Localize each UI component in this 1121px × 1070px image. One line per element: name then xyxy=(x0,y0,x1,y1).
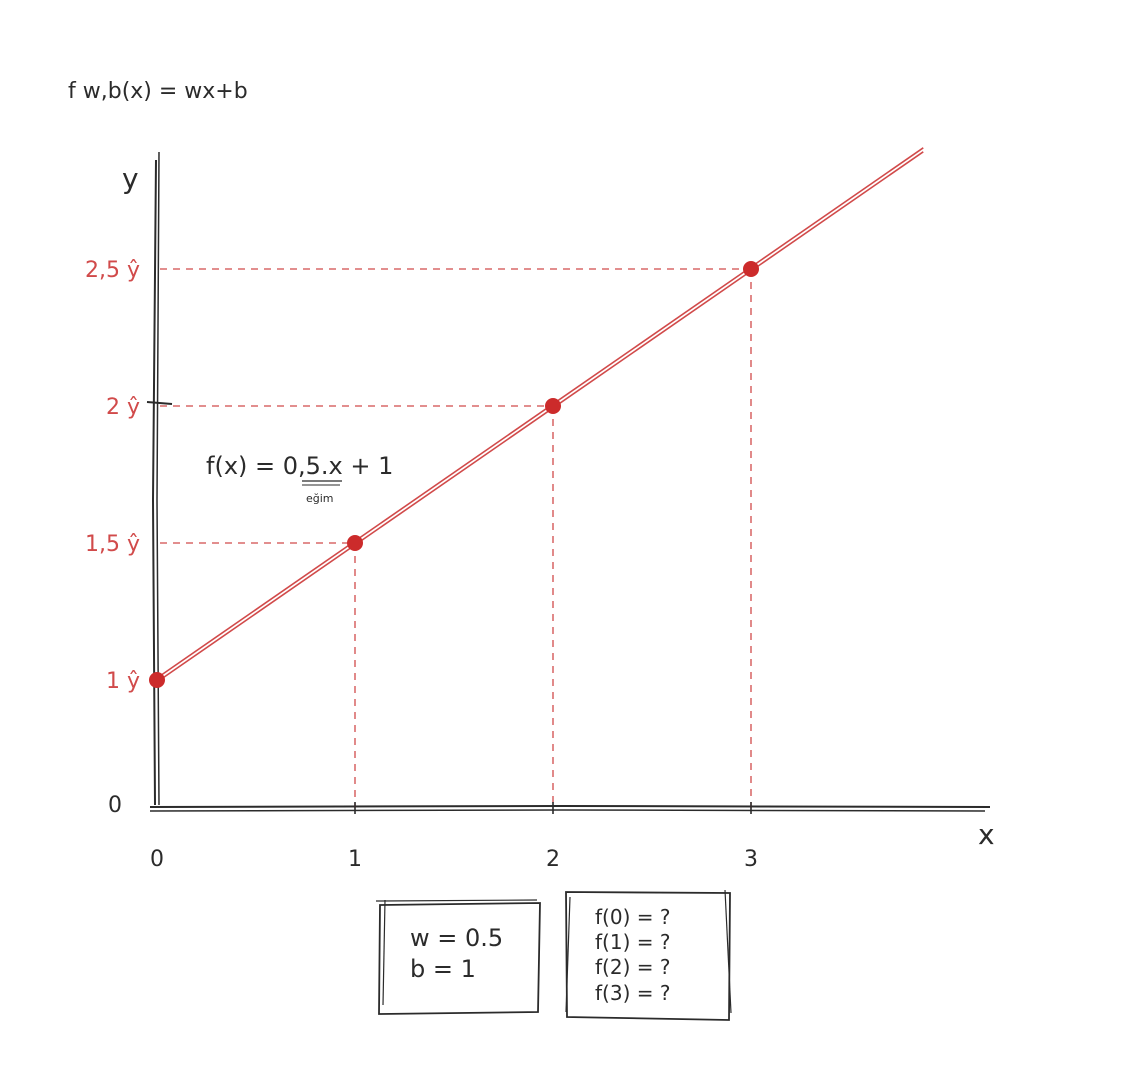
y-tick-label: 1,5 ŷ xyxy=(85,532,140,557)
series-line xyxy=(156,151,924,683)
x-tick-label: 0 xyxy=(150,847,164,872)
y-tick-label: 1 ŷ xyxy=(106,669,140,694)
y-tick-mark xyxy=(146,401,173,405)
question-f3: f(3) = ? xyxy=(595,981,670,1005)
x-tick-label: 3 xyxy=(744,847,758,872)
x-axis xyxy=(149,804,991,812)
x-tick-label: 2 xyxy=(546,847,560,872)
data-point xyxy=(545,398,561,414)
question-f2: f(2) = ? xyxy=(595,955,670,979)
data-point xyxy=(149,672,165,688)
data-point xyxy=(347,535,363,551)
y-tick-label: 2 ŷ xyxy=(106,395,140,420)
questions-box xyxy=(565,889,732,1021)
origin-label: 0 xyxy=(108,793,122,818)
param-b: b = 1 xyxy=(410,955,476,983)
slope-note: eğim xyxy=(306,492,334,505)
general-formula: f w,b(x) = wx+b xyxy=(68,79,248,104)
x-axis-label: x xyxy=(978,818,995,851)
params-box xyxy=(375,899,541,1015)
series-line xyxy=(156,147,924,679)
y-axis-label: y xyxy=(122,162,139,195)
question-f0: f(0) = ? xyxy=(595,905,670,929)
data-point xyxy=(743,261,759,277)
y-tick-label: 2,5 ŷ xyxy=(85,258,140,283)
y-axis xyxy=(151,151,160,806)
specific-formula: f(x) = 0,5.x + 1 xyxy=(206,452,393,480)
x-tick-label: 1 xyxy=(348,847,362,872)
param-w: w = 0.5 xyxy=(410,924,503,952)
question-f1: f(1) = ? xyxy=(595,930,670,954)
